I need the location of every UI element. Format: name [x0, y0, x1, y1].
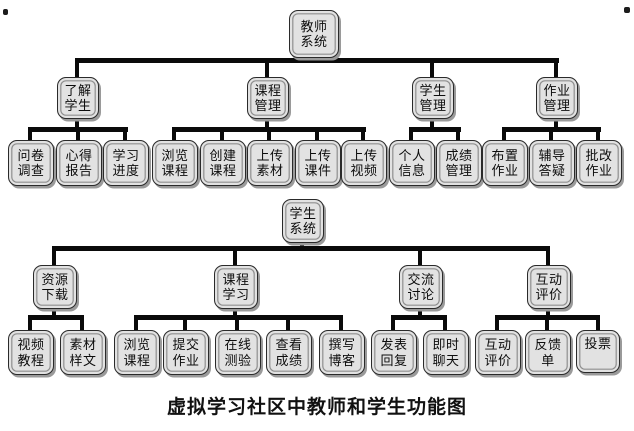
connector-v	[220, 127, 225, 142]
node-upload-materials: 上传 素材	[247, 140, 293, 186]
node-interactive-eval-leaf: 互动 评价	[475, 330, 521, 375]
connector-h	[28, 315, 84, 320]
connector-v	[430, 114, 435, 130]
node-grade-homework: 批改 作业	[576, 140, 622, 186]
node-view-grades: 查看 成绩	[266, 330, 312, 375]
connector-v	[418, 305, 423, 319]
connector-h	[391, 315, 447, 320]
node-browse-courses-student: 浏览 课程	[114, 330, 160, 375]
connector-v	[75, 58, 80, 78]
connector-v	[28, 127, 33, 142]
connector-v	[554, 114, 559, 130]
node-discussion: 交流 讨论	[399, 265, 443, 309]
node-assign-homework: 布置 作业	[482, 140, 528, 186]
node-video-tutorials: 视频 教程	[8, 330, 54, 375]
connector-v	[233, 246, 238, 267]
connector-v	[315, 127, 320, 142]
connector-v	[418, 246, 423, 267]
node-personal-info: 个人 信息	[389, 140, 435, 186]
node-grade-management: 成绩 管理	[436, 140, 482, 186]
connector-v	[554, 58, 559, 78]
connector-v	[549, 127, 554, 142]
node-tutoring-qa: 辅导 答疑	[529, 140, 575, 186]
connector-v	[495, 315, 500, 332]
connector-h	[52, 246, 550, 251]
node-resource-download: 资源 下载	[33, 265, 77, 309]
connector-v	[545, 315, 550, 332]
node-feedback-form: 反馈 单	[525, 330, 571, 375]
connector-v	[52, 246, 57, 267]
node-homework-management: 作业 管理	[536, 77, 578, 119]
connector-v	[28, 315, 33, 332]
node-learning-progress: 学习 进度	[103, 140, 149, 186]
node-interactive-evaluation: 互动 评价	[527, 265, 571, 309]
connector-v	[267, 127, 272, 142]
connector-v	[265, 58, 270, 78]
scan-speck	[3, 9, 8, 15]
connector-v	[546, 246, 551, 267]
connector-v	[183, 315, 188, 332]
connector-v	[76, 127, 81, 142]
connector-v	[502, 127, 507, 142]
connector-v	[596, 127, 601, 142]
connector-v	[134, 315, 139, 332]
node-upload-videos: 上传 视频	[341, 140, 387, 186]
connector-v	[286, 315, 291, 332]
node-course-learning: 课程 学习	[214, 265, 258, 309]
connector-v	[123, 127, 128, 142]
node-browse-courses-teacher: 浏览 课程	[152, 140, 198, 186]
connector-v	[391, 315, 396, 332]
node-post-reply: 发表 回复	[371, 330, 417, 375]
connector-v	[409, 127, 414, 142]
node-questionnaire-survey: 问卷 调查	[8, 140, 54, 186]
node-submit-homework: 提交 作业	[163, 330, 209, 375]
node-experience-report: 心得 报告	[56, 140, 102, 186]
connector-v	[235, 315, 240, 332]
connector-h	[75, 58, 559, 63]
connector-h	[409, 127, 461, 132]
connector-v	[339, 315, 344, 332]
node-student-management: 学生 管理	[412, 77, 454, 119]
connector-v	[443, 315, 448, 332]
connector-v	[456, 127, 461, 142]
connector-v	[300, 239, 305, 250]
connector-v	[546, 305, 551, 319]
node-vote: 投票	[576, 330, 620, 373]
node-create-course: 创建 课程	[200, 140, 246, 186]
connector-v	[265, 114, 270, 130]
node-write-blog: 撰写 博客	[319, 330, 365, 375]
connector-v	[172, 127, 177, 142]
connector-v	[80, 315, 85, 332]
connector-v	[596, 315, 601, 332]
node-know-students: 了解 学生	[57, 77, 99, 119]
connector-v	[361, 127, 366, 142]
node-student-system: 学生 系统	[282, 199, 324, 243]
node-instant-chat: 即时 聊天	[423, 330, 469, 375]
scan-speck	[624, 7, 630, 13]
connector-v	[430, 58, 435, 78]
connector-v	[52, 305, 57, 319]
node-course-management: 课程 管理	[247, 77, 289, 119]
figure-caption: 虚拟学习社区中教师和学生功能图	[166, 397, 467, 418]
node-teacher-system: 教师 系统	[289, 10, 339, 58]
connector-v	[233, 305, 238, 319]
connector-v	[75, 114, 80, 130]
node-sample-materials: 素材 样文	[60, 330, 106, 375]
node-upload-courseware: 上传 课件	[295, 140, 341, 186]
node-online-quiz: 在线 测验	[215, 330, 261, 375]
